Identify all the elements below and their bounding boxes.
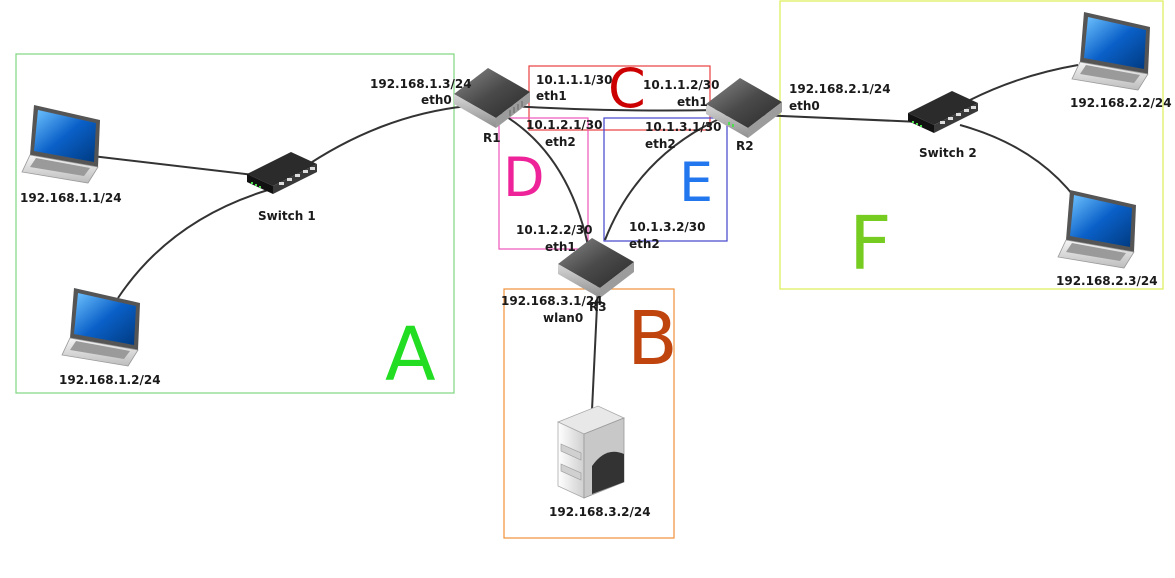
r3-wlan0-name: wlan0 — [543, 311, 583, 325]
zone-d-box — [498, 117, 589, 250]
r2-eth2-ip: 10.1.3.1/30 — [645, 120, 722, 134]
switch-2-icon — [908, 91, 978, 133]
r3-wlan0-ip: 192.168.3.1/24 — [501, 294, 603, 308]
r1-eth0-name: eth0 — [421, 93, 452, 107]
laptop-4-icon — [1057, 190, 1136, 269]
laptop-2-ip: 192.168.1.2/24 — [59, 373, 161, 387]
laptop-1-icon — [21, 105, 100, 184]
zone-e-letter: E — [679, 151, 713, 214]
server-ip: 192.168.3.2/24 — [549, 505, 651, 519]
zone-f-letter: F — [849, 201, 892, 287]
link-laptop2-switch1 — [117, 189, 269, 299]
router-r3-label: R3 — [589, 300, 607, 314]
r1-eth1-name: eth1 — [536, 89, 567, 103]
zone-d-letter: D — [503, 146, 545, 209]
r2-eth0-name: eth0 — [789, 99, 820, 113]
router-r1-label: R1 — [483, 131, 501, 145]
r2-eth2-name: eth2 — [645, 137, 676, 151]
link-r1-r3 — [494, 109, 591, 256]
zone-b-letter: B — [627, 296, 678, 382]
switch-1-icon — [247, 152, 317, 194]
r3-eth1-ip: 10.1.2.2/30 — [516, 223, 593, 237]
zone-f-box — [779, 0, 1164, 290]
link-switch2-laptop3 — [969, 64, 1079, 101]
laptop-2-icon — [61, 288, 140, 367]
switch-1-label: Switch 1 — [258, 209, 316, 223]
r2-eth1-name: eth1 — [677, 95, 708, 109]
r3-eth2-name: eth2 — [629, 237, 660, 251]
link-r2-switch2 — [759, 114, 921, 123]
r1-eth2-name: eth2 — [545, 135, 576, 149]
r1-eth1-ip: 10.1.1.1/30 — [536, 73, 613, 87]
zone-a-box — [15, 53, 455, 394]
switch-2-label: Switch 2 — [919, 146, 977, 160]
r2-eth0-ip: 192.168.2.1/24 — [789, 82, 891, 96]
link-r1-r2 — [509, 105, 721, 112]
router-r3-icon — [558, 238, 634, 298]
router-r1-icon — [454, 68, 530, 128]
server-icon — [556, 405, 626, 499]
router-r2-label: R2 — [736, 139, 754, 153]
link-switch1-r1 — [299, 105, 469, 171]
laptop-3-icon — [1071, 12, 1150, 91]
zone-a-letter: A — [385, 312, 436, 398]
link-r3-server — [591, 284, 599, 411]
laptop-4-ip: 192.168.2.3/24 — [1056, 274, 1158, 288]
link-laptop1-switch1 — [91, 155, 263, 177]
r3-eth1-name: eth1 — [545, 240, 576, 254]
r3-eth2-ip: 10.1.3.2/30 — [629, 220, 706, 234]
router-r2-icon — [706, 78, 782, 138]
r2-eth1-ip: 10.1.1.2/30 — [643, 78, 720, 92]
r1-eth2-ip: 10.1.2.1/30 — [526, 118, 603, 132]
zone-c-letter: C — [608, 57, 646, 120]
laptop-1-ip: 192.168.1.1/24 — [20, 191, 122, 205]
zone-e-box — [603, 117, 728, 242]
r1-eth0-ip: 192.168.1.3/24 — [370, 77, 472, 91]
laptop-3-ip: 192.168.2.2/24 — [1070, 96, 1172, 110]
link-r2-r3 — [604, 111, 736, 241]
